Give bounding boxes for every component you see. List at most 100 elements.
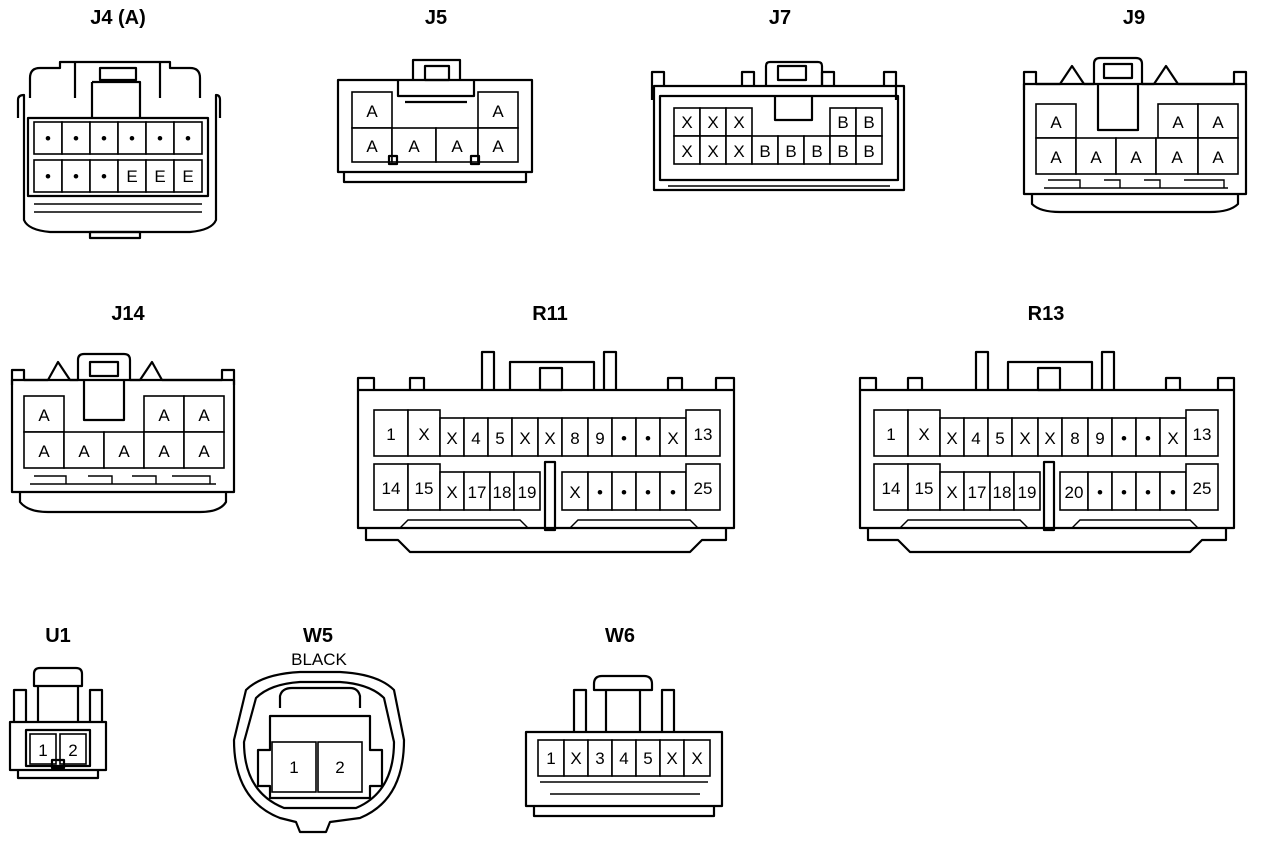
- pin: A: [492, 102, 504, 121]
- pin: A: [38, 442, 50, 461]
- pin: X: [733, 113, 744, 132]
- pin: 18: [493, 483, 512, 502]
- pin: 5: [643, 749, 652, 768]
- pin: A: [1090, 148, 1102, 167]
- pin: B: [811, 142, 822, 161]
- connector-r11-pins: 1 X X 4 5 X X 8 9 • • X 13 14 15 X 17 18…: [373, 409, 721, 511]
- pin: A: [198, 406, 210, 425]
- pin: X: [544, 429, 555, 448]
- pin: 8: [1070, 429, 1079, 448]
- connector-u1: U1 1 2: [8, 625, 108, 780]
- pin: X: [707, 142, 718, 161]
- pin: •: [1145, 483, 1151, 502]
- pin: 20: [1065, 483, 1084, 502]
- pin: A: [158, 406, 170, 425]
- connector-j14-pins: A A A A A A A A: [23, 395, 225, 469]
- connector-j5: J5 A A A A A A: [336, 7, 534, 184]
- connector-j9: J9 A A A A A A A A: [1022, 7, 1248, 214]
- pin: 8: [570, 429, 579, 448]
- pin: X: [569, 483, 580, 502]
- pin: •: [129, 129, 135, 148]
- pin: A: [1212, 113, 1224, 132]
- pin: 5: [495, 429, 504, 448]
- pin: A: [78, 442, 90, 461]
- pin: A: [158, 442, 170, 461]
- connector-w6-title: W6: [605, 625, 635, 647]
- pin: •: [45, 129, 51, 148]
- pin: 19: [518, 483, 537, 502]
- pin: E: [154, 167, 165, 186]
- pin: •: [1121, 429, 1127, 448]
- pin: •: [1097, 483, 1103, 502]
- pin: 14: [882, 479, 901, 498]
- pin: X: [681, 142, 692, 161]
- pin: X: [918, 425, 929, 444]
- connector-j9-title: J9: [1123, 7, 1145, 29]
- pin: X: [666, 749, 677, 768]
- connector-j9-pins: A A A A A A A A: [1035, 103, 1239, 175]
- pin: 19: [1018, 483, 1037, 502]
- connector-j4-pins: • • • • • • • • • E E E: [33, 121, 203, 193]
- pin: X: [691, 749, 702, 768]
- pin: B: [785, 142, 796, 161]
- pin: X: [946, 483, 957, 502]
- connector-r13: R13 1 X X 4 5 X X 8 9 • • X 13 14 15 X 1…: [858, 303, 1236, 554]
- pin: 4: [971, 429, 980, 448]
- pin: •: [645, 429, 651, 448]
- pin: •: [73, 167, 79, 186]
- pin: 1: [289, 758, 298, 777]
- pin: •: [73, 129, 79, 148]
- pin: •: [157, 129, 163, 148]
- connector-j7-title: J7: [769, 7, 791, 29]
- pin: X: [570, 749, 581, 768]
- pin: 4: [619, 749, 628, 768]
- pin: 1: [386, 425, 395, 444]
- connector-w5-title: W5: [303, 625, 333, 647]
- connector-j5-title: J5: [425, 7, 447, 29]
- pin: A: [451, 137, 463, 156]
- connector-j7-pins: X X X B B X X X B B B B B: [673, 107, 883, 165]
- pin: 9: [1095, 429, 1104, 448]
- pin: A: [1050, 113, 1062, 132]
- connector-w6-pins: 1 X 3 4 5 X X: [537, 739, 711, 777]
- pin: A: [1050, 148, 1062, 167]
- connector-j14-title: J14: [111, 303, 145, 325]
- pin: X: [1019, 429, 1030, 448]
- connector-j5-pins: A A A A A A: [351, 91, 519, 166]
- pin: E: [182, 167, 193, 186]
- pin: A: [366, 102, 378, 121]
- pin: X: [519, 429, 530, 448]
- pin: X: [946, 429, 957, 448]
- pin: X: [418, 425, 429, 444]
- connector-j4: J4 (A) • • • • • • • • • E E E: [16, 7, 222, 240]
- pin: 1: [38, 741, 47, 760]
- pin: •: [645, 483, 651, 502]
- pin: X: [667, 429, 678, 448]
- connector-j14: J14 A A A A A A A A: [10, 303, 236, 514]
- pin: B: [759, 142, 770, 161]
- pin: 13: [694, 425, 713, 444]
- pin: •: [621, 483, 627, 502]
- connector-u1-pins: 1 2: [29, 733, 87, 770]
- pin: •: [185, 129, 191, 148]
- pin: 2: [68, 741, 77, 760]
- pin: E: [126, 167, 137, 186]
- pin: 1: [886, 425, 895, 444]
- pin: •: [1121, 483, 1127, 502]
- pin: 9: [595, 429, 604, 448]
- pin: 3: [595, 749, 604, 768]
- pin: 25: [694, 479, 713, 498]
- pin: •: [45, 167, 51, 186]
- pin: •: [101, 129, 107, 148]
- connector-w6: W6 1 X 3 4 5 X X: [524, 625, 724, 818]
- pin: 4: [471, 429, 480, 448]
- pin: X: [446, 429, 457, 448]
- pin: 17: [468, 483, 487, 502]
- pin: •: [621, 429, 627, 448]
- connector-w5-color-label: BLACK: [291, 650, 347, 669]
- pin: A: [492, 137, 504, 156]
- pin: 17: [968, 483, 987, 502]
- pin: •: [670, 483, 676, 502]
- pin: B: [837, 113, 848, 132]
